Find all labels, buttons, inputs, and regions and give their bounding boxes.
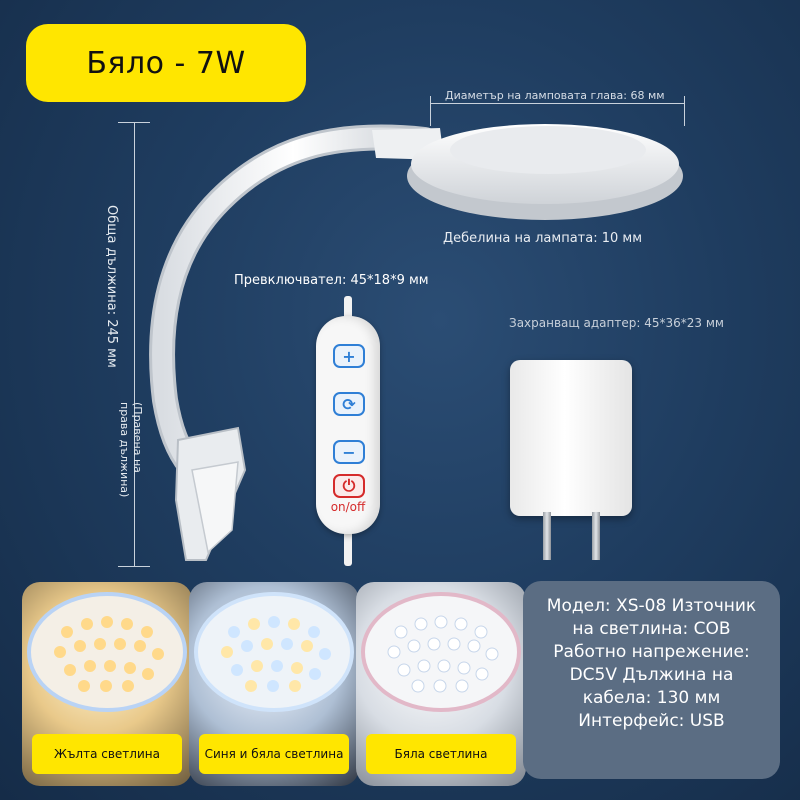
light-mode-white: Бяла светлина [356,582,526,786]
light-mode-blue-white: Синя и бяла светлина [189,582,359,786]
adapter-prong-left [543,512,551,560]
straightened-note: (Правена на права дължина) [118,402,144,498]
brightness-down-button[interactable]: − [333,440,365,464]
inline-switch: + ⟳ − ⏻ on/off [316,316,380,534]
adapter-size-label: Захранващ адаптер: 45*36*23 мм [509,316,724,330]
led-panel-yellow [27,592,187,712]
specifications-panel: Модел: XS-08 Източник на светлина: COB Р… [523,581,780,779]
usb-power-adapter [510,360,632,516]
length-line [134,122,135,566]
head-diameter-label: Диаметър на ламповата глава: 68 мм [445,89,665,102]
on-off-label: on/off [330,500,366,514]
light-mode-blue-white-label: Синя и бяла светлина [199,734,349,774]
switch-cable-bottom [344,530,352,566]
led-panel-blue-white [194,592,354,712]
diameter-tick-left [430,96,431,126]
switch-size-label: Превключвател: 45*18*9 мм [234,273,429,288]
light-mode-yellow-label: Жълта светлина [32,734,182,774]
diameter-line [430,103,684,104]
adapter-prong-right [592,512,600,560]
diameter-tick-right [684,96,685,126]
light-mode-yellow: Жълта светлина [22,582,192,786]
lamp-thickness-label: Дебелина на лампата: 10 мм [443,231,643,246]
length-tick-bottom [118,566,150,567]
light-mode-white-label: Бяла светлина [366,734,516,774]
led-panel-white [361,592,521,712]
mode-cycle-button[interactable]: ⟳ [333,392,365,416]
brightness-up-button[interactable]: + [333,344,365,368]
switch-cable-top [344,296,352,320]
total-length-label: Обща дължина: 245 мм [104,205,119,368]
power-button[interactable]: ⏻ [333,474,365,498]
color-power-badge: Бяло - 7W [26,24,306,102]
